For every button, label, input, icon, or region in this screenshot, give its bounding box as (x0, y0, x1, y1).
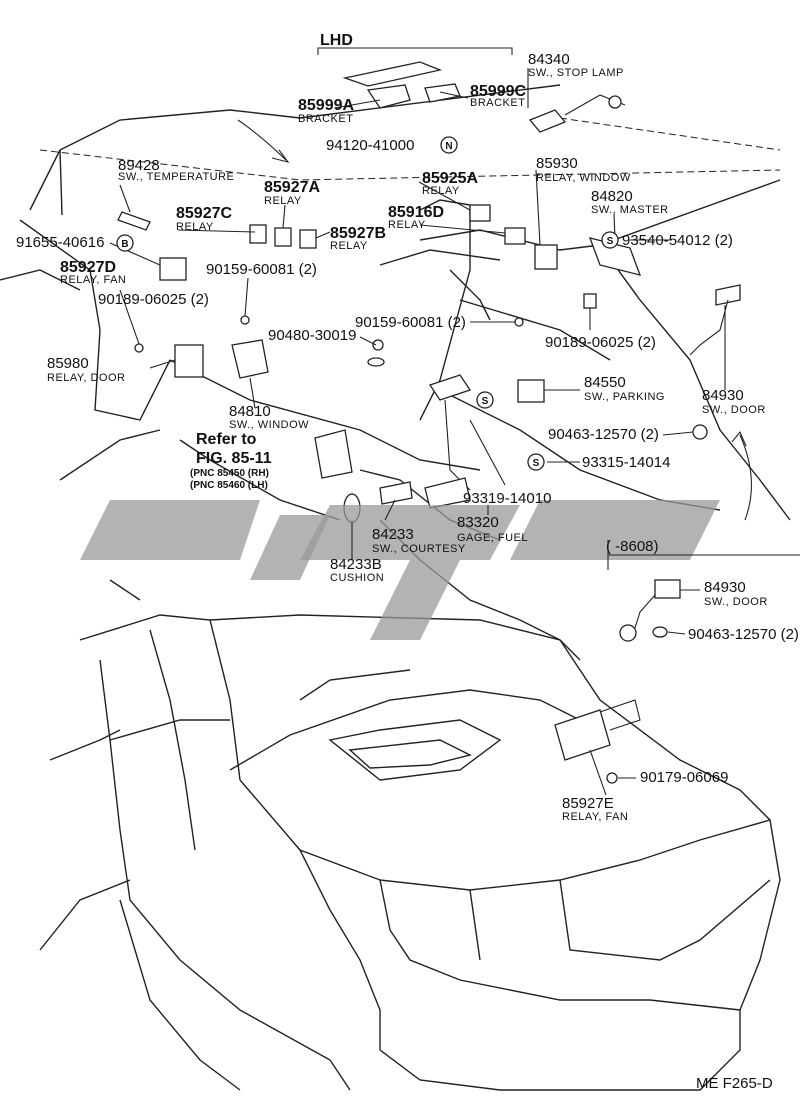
part-shapes (117, 47, 752, 784)
label-85999a-number: 85999A (298, 97, 354, 114)
label-85930-name: RELAY, WINDOW (536, 172, 631, 184)
ref-line-3: (PNC 85450 (RH) (190, 468, 269, 479)
marker-s-3 (527, 453, 545, 471)
label-85999a-name: BRACKET (298, 113, 353, 125)
marker-s-1 (601, 231, 619, 249)
label-85927e-number: 85927E (562, 795, 614, 812)
label-85916d-name: RELAY (388, 219, 426, 231)
marker-n-label: N (445, 141, 452, 152)
label-90463a-number: 90463-12570 (2) (548, 426, 659, 443)
label-84233b-name: CUSHION (330, 572, 384, 584)
label-90463b-number: 90463-12570 (2) (688, 626, 799, 643)
circle-markers: N B S S S (116, 136, 619, 471)
label-85927a-number: 85927A (264, 179, 320, 196)
label-85927d-name: RELAY, FAN (60, 274, 126, 286)
marker-b-label: B (121, 239, 128, 250)
label-85980-name: RELAY, DOOR (47, 372, 125, 384)
label-89428-name: SW., TEMPERATURE (118, 171, 234, 183)
label-84340-name: SW., STOP LAMP (528, 67, 624, 79)
label-85927c-name: RELAY (176, 221, 214, 233)
label-83320-number: 83320 (457, 514, 499, 531)
label-85927c-number: 85927C (176, 205, 232, 222)
label-93540-number: 93540-54012 (2) (622, 232, 733, 249)
label-84340-number: 84340 (528, 51, 570, 68)
label-85999c-name: BRACKET (470, 97, 525, 109)
figure-code: ME F265-D (696, 1075, 773, 1092)
label-89428-number: 89428 (118, 157, 160, 174)
label-90159a-number: 90159-60081 (2) (206, 261, 317, 278)
label-94120-number: 94120-41000 (326, 137, 414, 154)
ref-line-4: (PNC 85460 (LH) (190, 480, 268, 491)
label-84233-name: SW., COURTESY (372, 543, 466, 555)
part-labels: LHD 84340 SW., STOP LAMP 85999C BRACKET … (16, 32, 799, 1092)
marker-s-3-label: S (533, 458, 540, 469)
label-83320-name: GAGE, FUEL (457, 532, 528, 544)
label-90189b-number: 90189-06025 (2) (545, 334, 656, 351)
label-84930a-number: 84930 (702, 387, 744, 404)
label-85927e-name: RELAY, FAN (562, 811, 628, 823)
label-84550-number: 84550 (584, 374, 626, 391)
label-84810-name: SW., WINDOW (229, 419, 309, 431)
label-84930a-name: SW., DOOR (702, 404, 766, 416)
label-84810-number: 84810 (229, 403, 271, 420)
label-85927b-number: 85927B (330, 225, 386, 242)
date-range-label: ( -8608) (606, 538, 659, 555)
ref-line-2: FIG. 85-11 (196, 450, 272, 467)
label-84930b-name: SW., DOOR (704, 596, 768, 608)
label-84820-name: SW., MASTER (591, 204, 669, 216)
label-85925a-number: 85925A (422, 170, 478, 187)
label-85927d-number: 85927D (60, 259, 116, 276)
label-84930b-number: 84930 (704, 579, 746, 596)
marker-s-2-label: S (482, 396, 489, 407)
leader-lines (109, 68, 800, 796)
car-body-lower (39, 579, 781, 1091)
label-93319-number: 93319-14010 (463, 490, 551, 507)
marker-n (440, 136, 458, 154)
marker-s-2 (476, 391, 494, 409)
label-84820-number: 84820 (591, 188, 633, 205)
ref-line-1: Refer to (196, 431, 257, 448)
label-85999c-number: 85999C (470, 83, 526, 100)
label-90159b-number: 90159-60081 (2) (355, 314, 466, 331)
label-85927a-name: RELAY (264, 195, 302, 207)
label-85916d-number: 85916D (388, 204, 444, 221)
label-85927b-name: RELAY (330, 240, 368, 252)
label-93315-number: 93315-14014 (582, 454, 670, 471)
marker-s-1-label: S (607, 236, 614, 247)
label-85980-number: 85980 (47, 355, 89, 372)
label-90179-number: 90179-06069 (640, 769, 728, 786)
label-84233b-number: 84233B (330, 556, 382, 573)
label-84550-name: SW., PARKING (584, 391, 665, 403)
label-84233-number: 84233 (372, 526, 414, 543)
label-90480-number: 90480-30019 (268, 327, 356, 344)
label-85930-number: 85930 (536, 155, 578, 172)
label-85925a-name: RELAY (422, 185, 460, 197)
lhd-label: LHD (320, 32, 353, 49)
marker-b (116, 234, 134, 252)
label-91655-number: 91655-40616 (16, 234, 104, 251)
watermark-logo (80, 500, 720, 640)
label-90189a-number: 90189-06025 (2) (98, 291, 209, 308)
